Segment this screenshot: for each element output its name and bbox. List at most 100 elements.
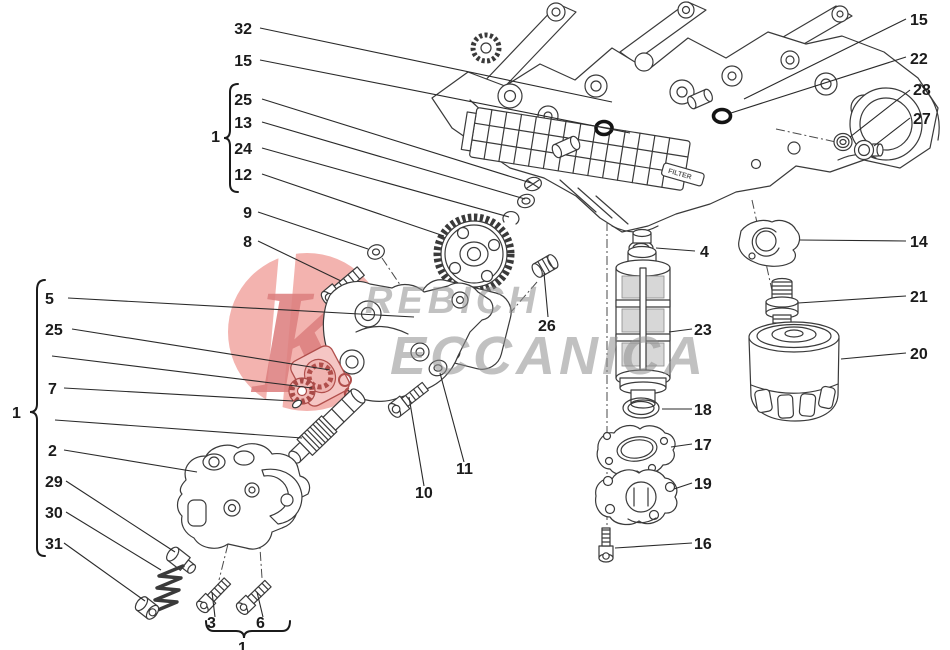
oil-pump-cover [322,280,494,402]
watermark-line1: REBICH [365,280,541,322]
callout-label-16: 16 [694,536,712,553]
callout-label-15: 15 [910,12,928,29]
callout-label-27: 27 [913,111,931,128]
leader-line-30 [65,511,162,571]
leader-line-32 [259,27,613,103]
leader-line-17 [670,443,693,448]
leader-line-10 [408,396,425,487]
callout-label-1: 1 [238,640,247,650]
washer-9 [367,244,385,260]
leader-line-25 [261,98,532,184]
oil-pump-drive-gear [433,213,515,295]
leader-line-22 [730,56,907,114]
leader-line-24 [261,147,510,218]
leader-line-7 [63,387,294,402]
leader-line-16 [614,542,693,549]
bolt-27 [853,139,884,161]
watermark-line2: ECCANICA [390,326,707,386]
leader-line-3 [211,591,216,618]
callout-label-15: 15 [234,53,252,70]
leader-line-19 [673,482,693,490]
leader-line-25 [71,328,331,371]
leader-line-4 [655,247,696,252]
callout-label-8: 8 [243,234,252,251]
oil-pump-body [176,443,311,550]
bolt-16 [598,527,614,563]
callout-label-28: 28 [913,82,931,99]
valve-poppet-29 [166,546,197,574]
bolt-3 [196,577,232,614]
callout-label-20: 20 [910,346,928,363]
filter-embossed-badge: FILTER [660,162,705,187]
gear-retainer-hardware [502,176,542,225]
callout-label-26: 26 [538,318,556,335]
gasket-17 [596,424,676,476]
woodruff-key [291,399,303,409]
oil-filter-cartridge-20 [748,321,840,422]
callout-label-24: 24 [234,141,252,158]
callout-label-2: 2 [48,443,57,460]
callout-label-9: 9 [243,205,252,222]
group-braces [29,83,291,639]
oring-18 [622,397,660,419]
leader-line [54,419,303,439]
leader-line-29 [65,480,176,553]
leader-line-5 [67,297,415,318]
callout-label-1: 1 [211,129,220,146]
leader-line-27 [873,117,911,147]
callout-label-7: 7 [48,381,57,398]
spring-30 [151,564,185,614]
leader-line-31 [63,542,146,602]
callout-label-13: 13 [234,115,252,132]
callout-label-19: 19 [694,476,712,493]
callout-label-18: 18 [694,402,712,419]
leader-line-11 [439,372,465,463]
callout-label-29: 29 [45,474,63,491]
leader-line-20 [840,352,907,360]
leader-line-14 [799,239,907,242]
engine-crankcase-drawing: FILTER [431,1,940,233]
callout-label-4: 4 [700,244,709,261]
callout-label-21: 21 [910,289,928,306]
bolt-6 [235,579,272,615]
brand-watermark-text: REBICH ECCANICA [365,280,707,386]
callout-label-5: 5 [45,291,54,308]
oil-strainer-cartridge [615,228,671,409]
callout-label-11: 11 [456,461,473,478]
callout-label-22: 22 [910,51,928,68]
callout-label-31: 31 [45,536,63,553]
leader-line-15 [259,59,631,134]
leader-line [51,355,313,389]
leader-line-12 [261,173,445,237]
case-oring-icon [594,119,614,137]
callout-label-25: 25 [45,322,63,339]
callout-label-17: 17 [694,437,712,454]
callout-label-3: 3 [207,615,216,632]
callout-label-1: 1 [12,405,21,422]
callout-label-10: 10 [415,485,433,502]
filter-clip-14 [738,219,801,267]
callout-label-14: 14 [910,234,928,251]
callout-label-30: 30 [45,505,63,522]
callout-label-6: 6 [256,615,265,632]
leader-line-23 [668,328,693,333]
callout-label-23: 23 [694,322,712,339]
case-oring-icon [711,107,733,125]
leader-line-8 [257,240,342,282]
leader-line-13 [261,121,526,200]
leader-line-2 [63,449,198,473]
bushing-26 [531,254,559,278]
callout-label-32: 32 [234,21,252,38]
leader-line-28 [849,89,911,138]
washer-11 [428,359,448,377]
bolt-10 [387,381,429,418]
leader-line-9 [257,211,369,250]
leader-line-15 [743,18,907,100]
cover-plate-19 [595,469,678,526]
callout-label-25: 25 [234,92,252,109]
leader-line-26 [543,272,549,318]
leader-line-6 [256,591,264,618]
